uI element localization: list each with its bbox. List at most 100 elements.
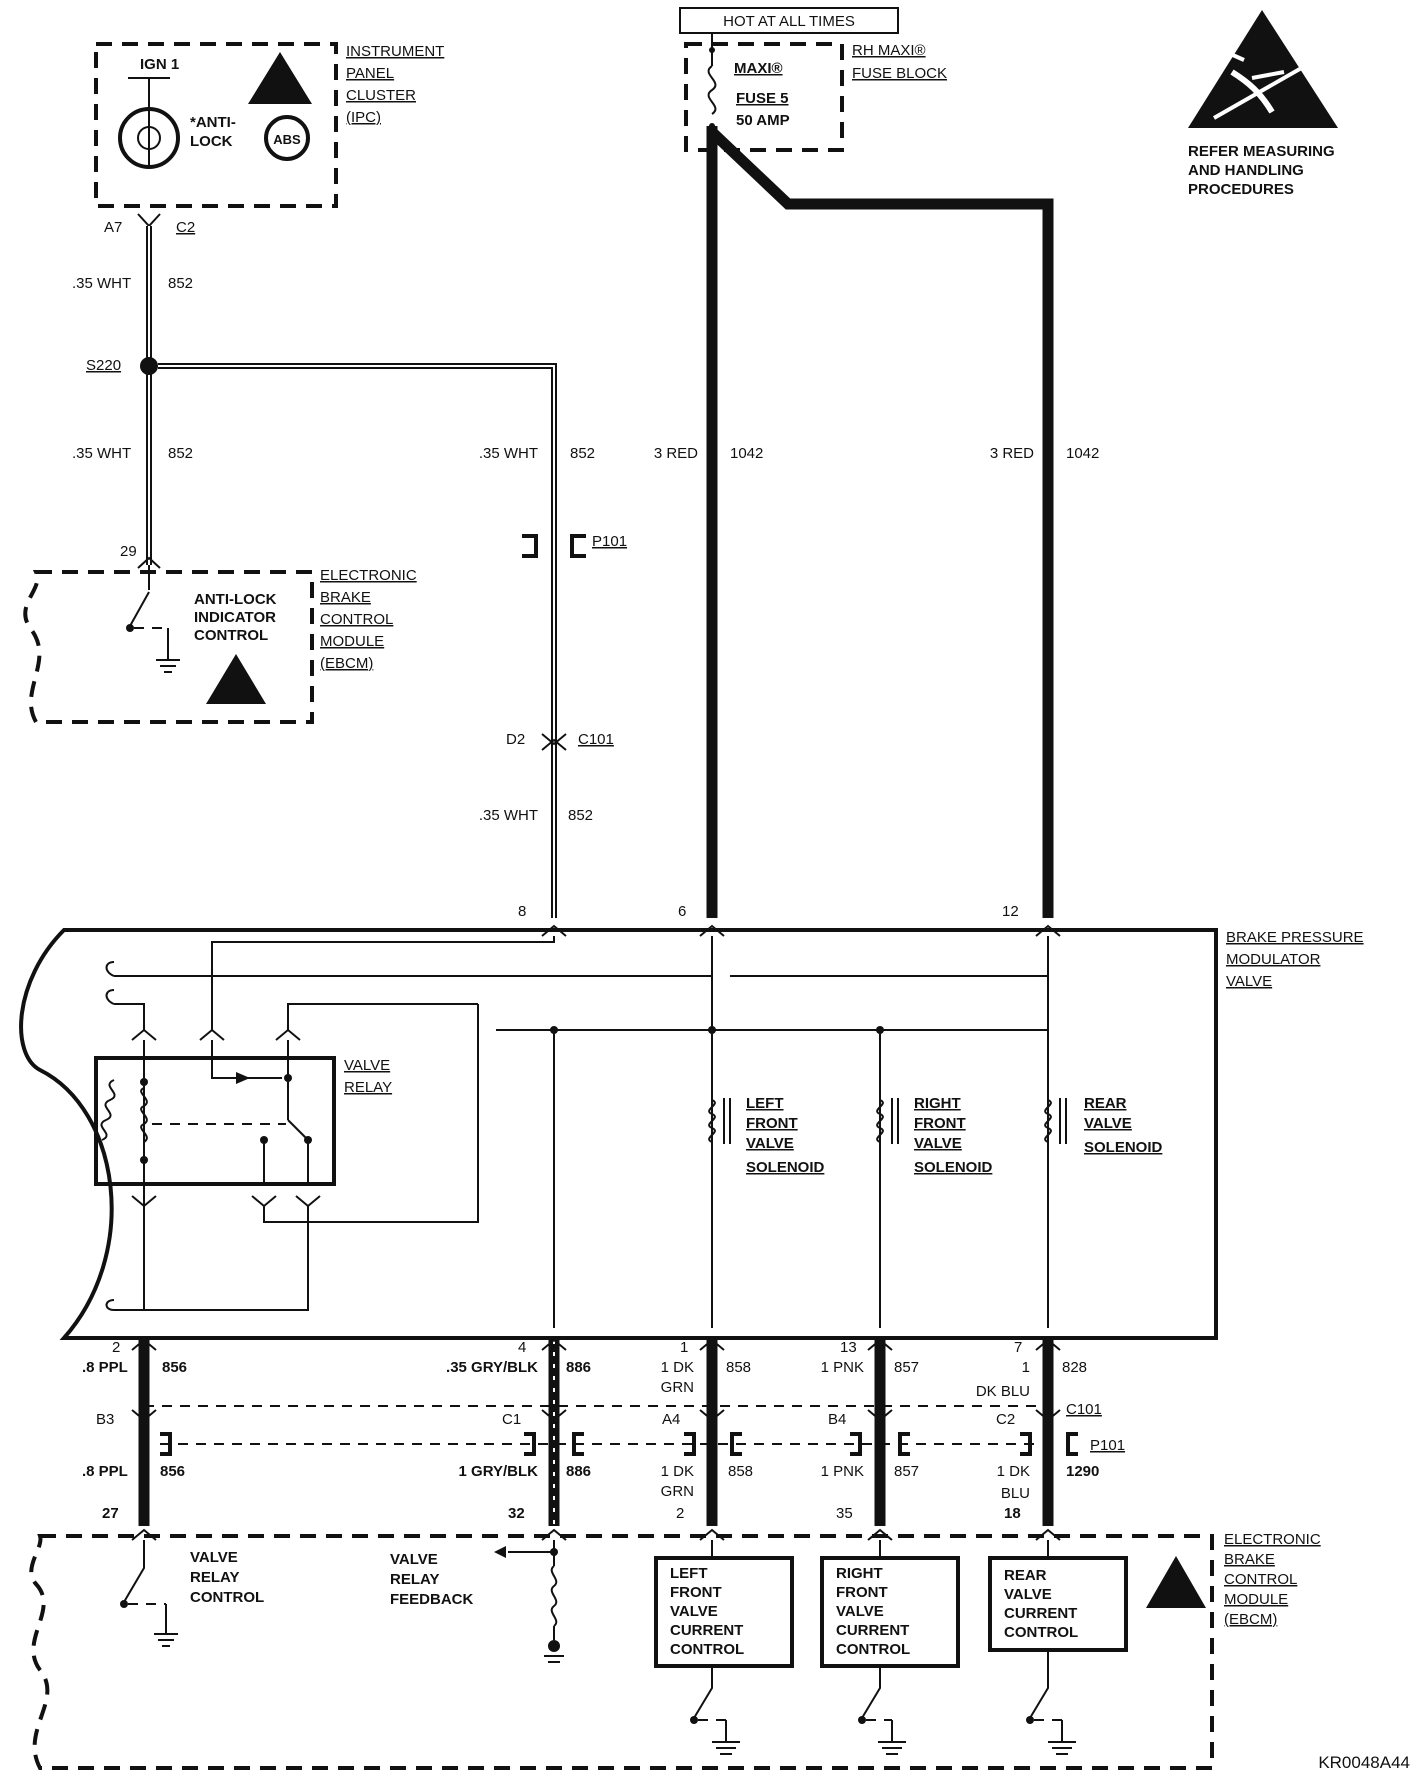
wire-852-circuit-2: 852 — [168, 445, 193, 462]
rf-control-4: CURRENT — [836, 1622, 909, 1639]
ebcm-bottom: ELECTRONIC BRAKE CONTROL MODULE (EBCM) V… — [29, 1528, 1321, 1770]
bpmv-pin-6: 6 — [678, 903, 686, 920]
c828-c-pin: C2 — [996, 1411, 1015, 1428]
c856-circuit-a: 856 — [162, 1359, 187, 1376]
rf-solenoid-coil-icon — [876, 1099, 884, 1143]
wire-1042-circuit-2: 1042 — [1066, 445, 1099, 462]
ebcm-top-control-3: CONTROL — [194, 627, 268, 644]
c1290-gauge-b2: BLU — [1001, 1485, 1030, 1502]
relay-control-2: RELAY — [190, 1569, 239, 1586]
brake-pressure-modulator-valve: BRAKE PRESSURE MODULATOR VALVE 8 6 12 VA… — [19, 903, 1364, 1340]
c828-gauge-a: 1 — [1022, 1359, 1030, 1376]
circuit-828-1290: 7 1 DK BLU 828 C2 1 DK BLU 1290 18 — [976, 1339, 1099, 1526]
c886-gauge-a: .35 GRY/BLK — [446, 1359, 538, 1376]
c886-circuit-b: 886 — [566, 1463, 591, 1480]
c886-gauge-b: 1 GRY/BLK — [459, 1463, 539, 1480]
rf-control-2: FRONT — [836, 1584, 888, 1601]
c856-c-pin: B3 — [96, 1411, 114, 1428]
c857-circuit-b: 857 — [894, 1463, 919, 1480]
c857-c-pin: B4 — [828, 1411, 846, 1428]
ebcm-bottom-name-4: MODULE — [1224, 1591, 1288, 1608]
rf-ground-icon — [878, 1720, 906, 1755]
esd-note: REFER MEASURING AND HANDLING PROCEDURES — [1188, 143, 1335, 198]
feedback-arrow-icon — [494, 1546, 506, 1558]
rear-control-1: REAR — [1004, 1567, 1047, 1584]
rear-current-control-box — [988, 1556, 1128, 1652]
abs-text: ABS — [273, 132, 301, 147]
lf-ground-icon — [712, 1720, 740, 1755]
c1290-circuit-b: 1290 — [1066, 1463, 1099, 1480]
p101-connector-upper-right — [570, 534, 586, 558]
c858-circuit-a: 858 — [726, 1359, 751, 1376]
ebcm-top-name-3: CONTROL — [320, 611, 393, 628]
rf-control-1: RIGHT — [836, 1565, 883, 1582]
bpmv-pin-8: 8 — [518, 903, 526, 920]
c101-label-lower: C101 — [1066, 1401, 1102, 1418]
c857-circuit-a: 857 — [894, 1359, 919, 1376]
ebcm-top-esd-icon — [206, 654, 266, 704]
ebcm-top-name-2: BRAKE — [320, 589, 371, 606]
c886-ebcm-pin: 32 — [508, 1505, 525, 1522]
c828-gauge-a2: DK BLU — [976, 1383, 1030, 1400]
splice-label: S220 — [86, 357, 121, 374]
c886-circuit-a: 886 — [566, 1359, 591, 1376]
lf-solenoid-coil-icon — [708, 1099, 716, 1143]
circuit-857: 13 1 PNK 857 B4 1 PNK 857 35 — [821, 1339, 919, 1526]
lf-control-1: LEFT — [670, 1565, 708, 1582]
esd-note-line-2: AND HANDLING — [1188, 162, 1304, 179]
ebcm-bottom-name-3: CONTROL — [1224, 1571, 1297, 1588]
hot-label: HOT AT ALL TIMES — [723, 13, 855, 30]
wire-852-circuit-3: 852 — [570, 445, 595, 462]
fuse-maxi: MAXI® — [734, 60, 783, 77]
c828-bpmv-pin: 7 — [1014, 1339, 1022, 1356]
ebcm-top: 29 ANTI-LOCK INDICATOR CONTROL ELECTRONI… — [23, 543, 417, 724]
fuse-number: FUSE 5 — [736, 90, 789, 107]
rf-current-control-box — [820, 1556, 960, 1668]
c858-gauge-a2: GRN — [661, 1379, 694, 1396]
rf-control-3: VALVE — [836, 1603, 884, 1620]
relay-control-3: CONTROL — [190, 1589, 264, 1606]
ipc-pin-a7: A7 — [104, 219, 122, 236]
c858-gauge-a: 1 DK — [661, 1359, 694, 1376]
fuse-block-name-2: FUSE BLOCK — [852, 65, 947, 82]
c857-ebcm-pin: 35 — [836, 1505, 853, 1522]
rear-ground-icon — [1048, 1720, 1076, 1755]
c857-gauge-a: 1 PNK — [821, 1359, 864, 1376]
c858-gauge-b2: GRN — [661, 1483, 694, 1500]
c856-gauge-b: .8 PPL — [82, 1463, 128, 1480]
ipc-lamp-line-1: *ANTI- — [190, 114, 236, 131]
rf-solenoid-3: VALVE — [914, 1135, 962, 1152]
circuit-886: 4 .35 GRY/BLK 886 C1 1 GRY/BLK 886 32 — [446, 1339, 591, 1526]
esd-note-line-3: PROCEDURES — [1188, 181, 1294, 198]
fuse-block-name-1: RH MAXI® — [852, 42, 926, 59]
rear-solenoid-1: REAR — [1084, 1095, 1127, 1112]
rf-control-5: CONTROL — [836, 1641, 910, 1658]
valve-relay-label-1: VALVE — [344, 1057, 390, 1074]
bpmv-name-3: VALVE — [1226, 973, 1272, 990]
c886-bpmv-pin: 4 — [518, 1339, 526, 1356]
ebcm-top-pin-29: 29 — [120, 543, 137, 560]
valve-relay-label-2: RELAY — [344, 1079, 392, 1096]
c1290-ebcm-pin: 18 — [1004, 1505, 1021, 1522]
c856-gauge-a: .8 PPL — [82, 1359, 128, 1376]
ipc-ign: IGN 1 — [140, 56, 179, 73]
c857-bpmv-pin: 13 — [840, 1339, 857, 1356]
rh-maxi-fuse-block: MAXI® FUSE 5 50 AMP RH MAXI® FUSE BLOCK — [684, 33, 947, 152]
hot-at-all-times-box: HOT AT ALL TIMES — [679, 7, 899, 34]
relay-feedback-3: FEEDBACK — [390, 1591, 474, 1608]
c886-c-pin: C1 — [502, 1411, 521, 1428]
rf-solenoid-1: RIGHT — [914, 1095, 961, 1112]
ipc-connector-c2: C2 — [176, 219, 195, 236]
ebcm-bottom-esd-icon — [1146, 1556, 1206, 1608]
rear-solenoid-2: VALVE — [1084, 1115, 1132, 1132]
ipc-name-3: CLUSTER — [346, 87, 416, 104]
circuit-858: 1 1 DK GRN 858 A4 1 DK GRN 858 2 — [661, 1339, 753, 1526]
wire-852-right — [158, 363, 557, 918]
lf-solenoid-1: LEFT — [746, 1095, 784, 1112]
lf-control-5: CONTROL — [670, 1641, 744, 1658]
p101-label-lower: P101 — [1090, 1437, 1125, 1454]
c858-gauge-b: 1 DK — [661, 1463, 694, 1480]
c858-circuit-b: 858 — [728, 1463, 753, 1480]
relay-coil-icon — [140, 1087, 148, 1143]
